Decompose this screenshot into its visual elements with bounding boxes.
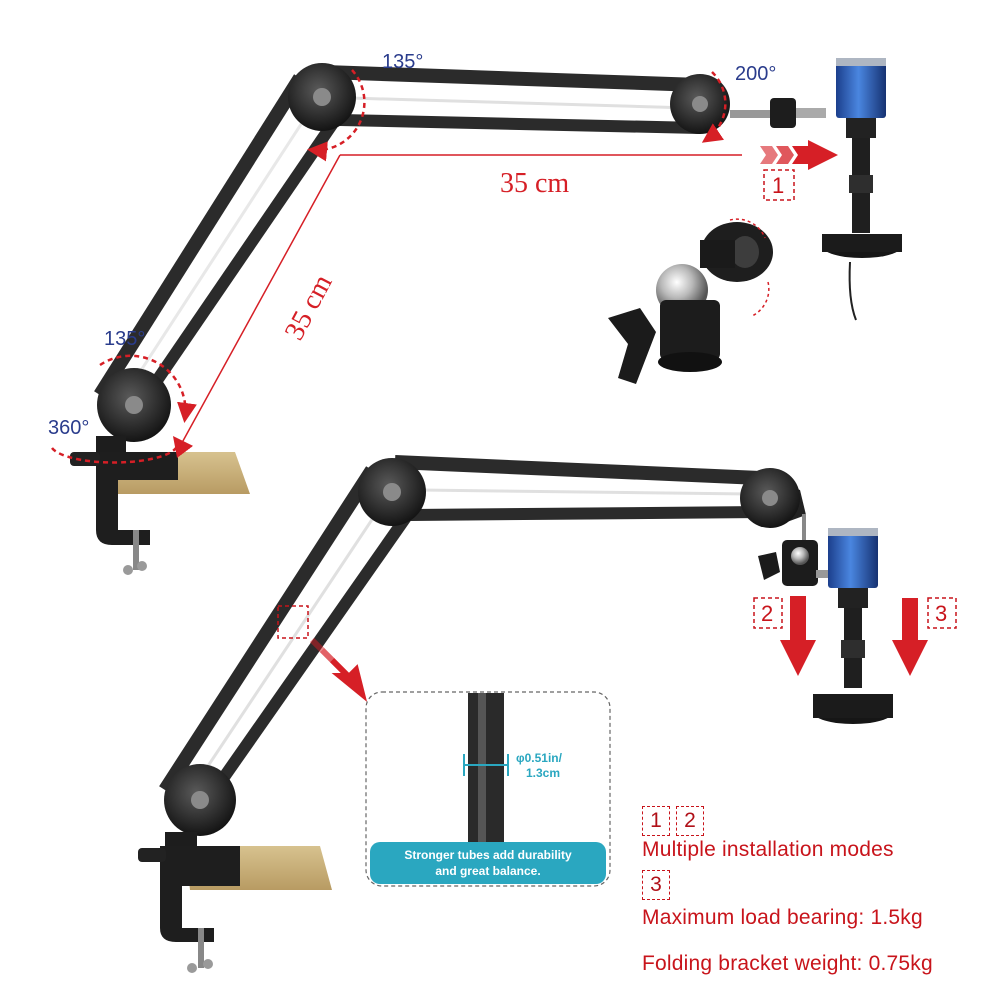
feature-list: 1 2 Multiple installation modes 3 Maximu…: [642, 804, 992, 976]
feature-max-load: Maximum load bearing: 1.5kg: [642, 906, 923, 929]
camera-bottom: [813, 528, 893, 724]
dimension-horizontal: 35 cm: [500, 168, 569, 199]
angle-label-base: 135°: [104, 328, 145, 350]
tube-diameter-line2: 1.3cm: [526, 766, 560, 780]
mode-badge-1-label: 1: [772, 173, 784, 198]
mode-badge-2-label: 2: [761, 601, 773, 626]
desk-clamp-1: [70, 436, 178, 575]
load-badge-row: 3: [642, 868, 992, 902]
ball-head-detail: [608, 218, 773, 384]
modes-badge-row: 1 2: [642, 804, 992, 838]
tube-callout-panel: [365, 691, 611, 887]
desk-clamp-2: [138, 832, 240, 973]
dimension-diagonal: 35 cm: [279, 269, 339, 345]
top-horizontal-tubes: [324, 65, 701, 134]
tube-highlight-box: [277, 605, 309, 639]
mode-badge-3-label: 3: [935, 601, 947, 626]
top-arm-assembly: [70, 63, 826, 575]
tube-diameter-line1: φ0.51in/: [516, 751, 563, 765]
tube-caption-line1: Stronger tubes add durability: [404, 848, 572, 862]
tube-callout-arrow: [309, 637, 368, 703]
mode-badge-2: [753, 597, 783, 629]
load-badge: 3: [642, 870, 670, 900]
tube-caption-line2: and great balance.: [435, 864, 540, 878]
mode-badge-1: [763, 169, 795, 201]
mode-3-arrow: [892, 598, 928, 676]
angle-arcs-top: [51, 69, 727, 464]
feature-bracket-weight: Folding bracket weight: 0.75kg: [642, 952, 933, 975]
modes-badge-1: 1: [642, 806, 670, 836]
bottom-horizontal-tubes: [394, 455, 771, 521]
camera-top: [822, 58, 902, 321]
mode-badge-3: [927, 597, 957, 629]
angle-label-elbow: 135°: [382, 51, 423, 73]
dimension-lines: [177, 154, 742, 451]
angle-label-swivel: 360°: [48, 417, 89, 439]
modes-badge-2: 2: [676, 806, 704, 836]
mode-2-arrow: [780, 596, 816, 676]
mode-1-arrow: [760, 140, 838, 170]
feature-installation-modes: Multiple installation modes: [642, 838, 894, 861]
angle-label-tip: 200°: [735, 63, 776, 85]
bottom-arm-assembly: [138, 455, 830, 973]
